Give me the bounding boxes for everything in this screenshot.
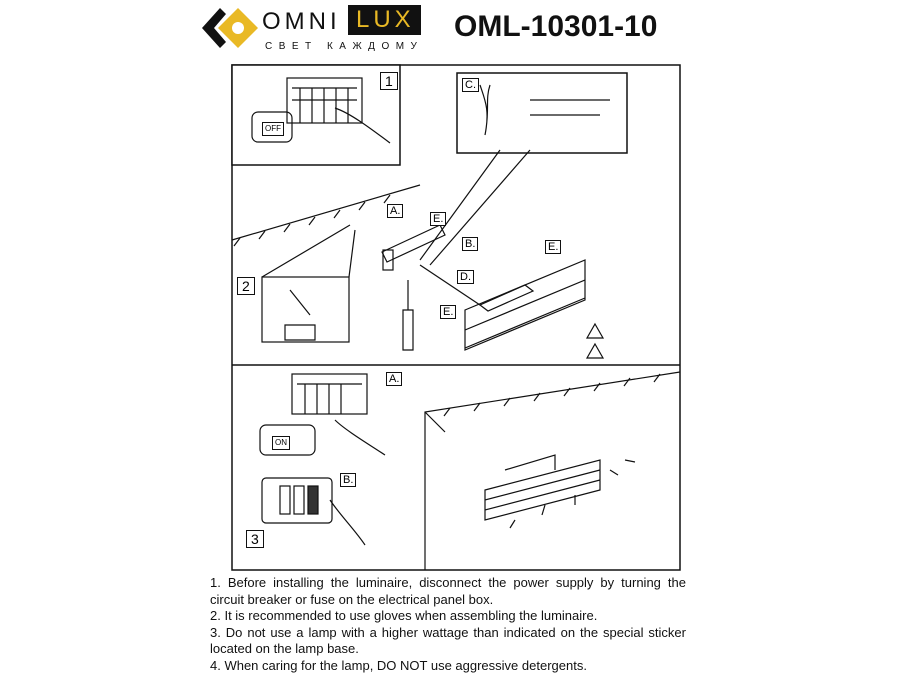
label-c: C. — [462, 78, 479, 92]
brand-lux: LUX — [348, 5, 421, 35]
label-e: E. — [545, 240, 562, 254]
brand-tagline: СВЕТ КАЖДОМУ — [265, 41, 424, 52]
label-d: D. — [457, 270, 474, 284]
note-4: 4. When caring for the lamp, DO NOT use … — [210, 657, 587, 673]
note-2: 2. It is recommended to use gloves when … — [210, 608, 598, 623]
step-1-label: 1 — [380, 72, 398, 90]
label-b: B. — [340, 473, 357, 487]
note-3: 3. Do not use a lamp with a higher watta… — [210, 624, 686, 657]
model-number: OML-10301-10 — [454, 10, 658, 43]
omnilux-logo-mark — [202, 8, 258, 48]
switch-off-label: OFF — [262, 122, 284, 136]
label-e: E. — [430, 212, 447, 226]
label-a: A. — [386, 372, 403, 386]
instruction-notes: 1. Before installing the luminaire, disc… — [210, 575, 686, 674]
note-1: 1. Before installing the luminaire, disc… — [210, 575, 686, 607]
step-3-label: 3 — [246, 530, 264, 548]
switch-on-label: ON — [272, 436, 290, 450]
label-a: A. — [387, 204, 404, 218]
brand-omni: OMNI — [262, 8, 341, 35]
label-b: B. — [462, 237, 479, 251]
step-2-label: 2 — [237, 277, 255, 295]
label-e: E. — [440, 305, 457, 319]
